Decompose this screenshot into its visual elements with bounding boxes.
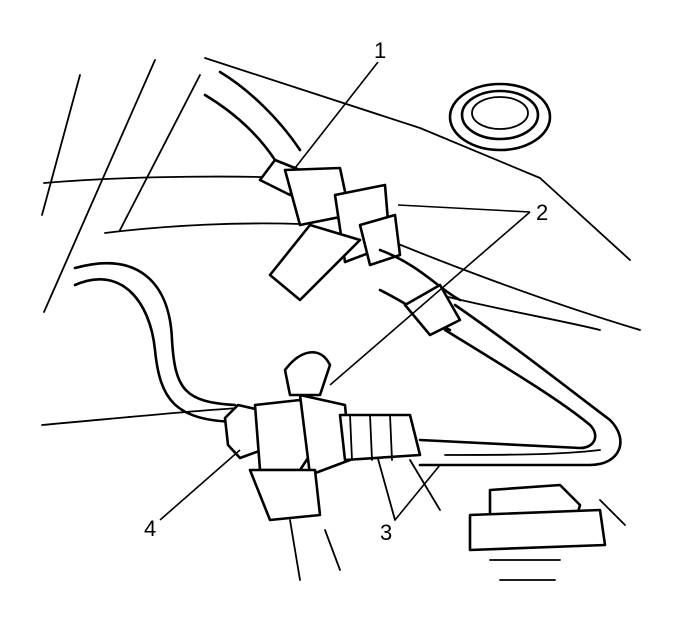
lower-right-bracket <box>468 483 626 581</box>
upper-pipe <box>378 248 622 467</box>
leader-1 <box>294 61 379 169</box>
callout-1: 1 <box>374 38 386 63</box>
lower-fuel-fitting <box>223 350 422 522</box>
leader-4 <box>159 449 241 521</box>
lower-fuel-line <box>73 262 237 424</box>
leader-3 <box>394 464 441 521</box>
body-grommet <box>448 82 552 152</box>
upper-fuel-line <box>203 70 302 162</box>
callout-4: 4 <box>144 516 156 541</box>
callout-3: 3 <box>380 520 392 545</box>
leader-2b <box>329 211 531 386</box>
callout-2: 2 <box>536 200 548 225</box>
callout-leaders <box>159 61 531 521</box>
upper-fuel-fitting <box>258 158 402 302</box>
leader-2a <box>397 204 531 213</box>
